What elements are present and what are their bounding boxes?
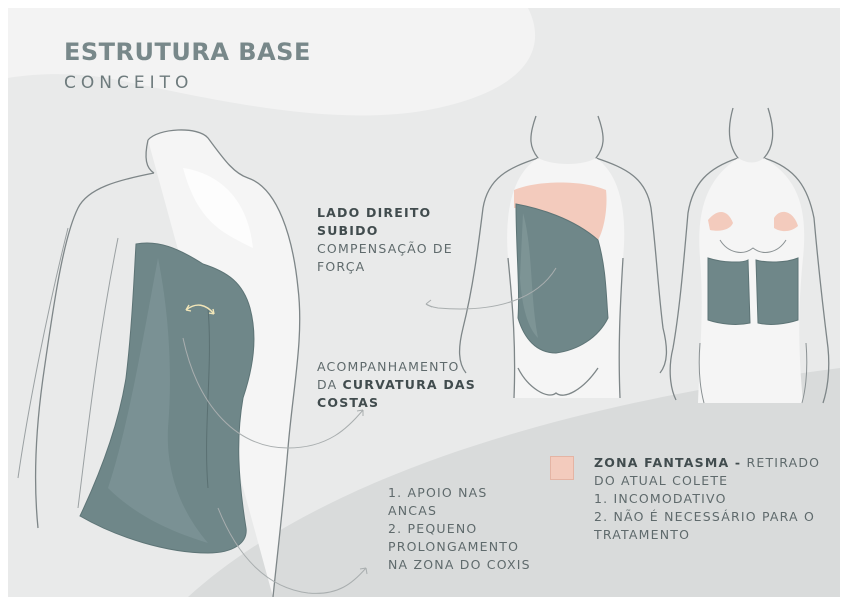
annotation-phantom-title-bold: ZONA FANTASMA - [594,455,741,470]
annotation-right-side-line4: FORÇA [317,258,453,276]
annotation-hips-line1: 1. APOIO NAS [388,484,531,502]
page-subtitle: CONCEITO [64,73,193,93]
annotation-back-curve-line2: DA CURVATURA DAS [317,376,476,394]
annotation-hips: 1. APOIO NAS ANCAS 2. PEQUENO PROLONGAME… [388,484,531,574]
annotation-back-curve: ACOMPANHAMENTO DA CURVATURA DAS COSTAS [317,358,476,412]
page-title: ESTRUTURA BASE [64,38,311,66]
annotation-phantom-line2: DO ATUAL COLETE [594,472,820,490]
annotation-back-curve-line2-plain: DA [317,377,343,392]
rear-garment-right [756,258,798,324]
annotation-phantom-line4: 2. NÃO É NECESSÁRIO PARA O [594,508,820,526]
phantom-zone-swatch [550,456,574,480]
annotation-hips-line5: NA ZONA DO COXIS [388,556,531,574]
rear-garment-left [708,258,750,324]
annotation-right-side-line1: LADO DIREITO [317,204,453,222]
annotation-hips-line4: PROLONGAMENTO [388,538,531,556]
annotation-back-curve-line2-bold: CURVATURA DAS [343,377,476,392]
annotation-phantom-line5: TRATAMENTO [594,526,820,544]
annotation-right-side: LADO DIREITO SUBIDO COMPENSAÇÃO DE FORÇA [317,204,453,276]
annotation-phantom-line1: ZONA FANTASMA - RETIRADO [594,454,820,472]
annotation-phantom-title-rest: RETIRADO [741,455,820,470]
annotation-right-side-line2: SUBIDO [317,222,453,240]
annotation-phantom-zone: ZONA FANTASMA - RETIRADO DO ATUAL COLETE… [594,454,820,544]
annotation-phantom-line3: 1. INCOMODATIVO [594,490,820,508]
annotation-hips-line2: ANCAS [388,502,531,520]
annotation-back-curve-line3: COSTAS [317,394,476,412]
annotation-hips-line3: 2. PEQUENO [388,520,531,538]
annotation-right-side-line3: COMPENSAÇÃO DE [317,240,453,258]
annotation-back-curve-line1: ACOMPANHAMENTO [317,358,476,376]
bottom-margin [8,597,840,605]
